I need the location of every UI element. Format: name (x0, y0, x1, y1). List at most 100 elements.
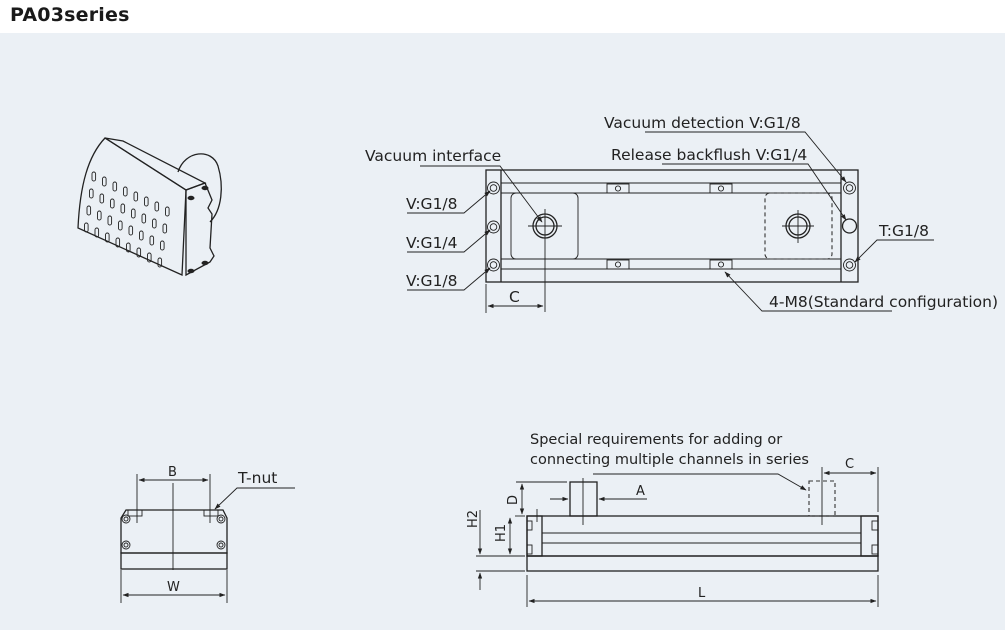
vacuum-fitting (569, 481, 598, 517)
port-icon (487, 258, 500, 272)
suction-slot (110, 198, 115, 209)
leader-line (407, 229, 491, 253)
dimension-h2-label: H2 (466, 510, 481, 528)
t-nut-label: T-nut (237, 469, 277, 487)
page-header: PA03series (0, 0, 1005, 33)
suction-slot (165, 206, 170, 217)
suction-slot (128, 225, 134, 236)
right-port-label: T:G1/8 (878, 222, 929, 240)
port-icon (487, 181, 500, 195)
page-title: PA03series (10, 4, 130, 26)
leader-line (407, 267, 491, 291)
suction-slot (154, 201, 160, 212)
leader-line (593, 473, 807, 491)
port-icon (843, 181, 856, 195)
vacuum-interface-label: Vacuum interface (365, 147, 501, 165)
note-line-2: connecting multiple channels in series (530, 452, 809, 468)
port-icon (121, 540, 131, 550)
port-icon (487, 220, 500, 234)
dimension-b-label: B (168, 465, 177, 480)
screw-icon (187, 195, 195, 201)
t-nut (606, 259, 630, 270)
suction-slot (115, 237, 121, 248)
suction-slot (94, 227, 100, 238)
dimension-c-label: C (509, 288, 520, 306)
drawing-panel (0, 33, 1005, 630)
end-block-detail (526, 544, 533, 555)
perforated-face (77, 137, 187, 276)
suction-slot (112, 181, 118, 192)
dimension-d-label: D (506, 495, 521, 505)
left-port-top-label: V:G1/8 (406, 195, 458, 213)
suction-slot (136, 247, 142, 258)
leader-line (645, 131, 847, 183)
port-icon (216, 514, 226, 524)
left-end-block (526, 515, 543, 557)
suction-slot (99, 193, 105, 204)
leader-line (407, 190, 491, 214)
release-backflush-label: Release backflush V:G1/4 (611, 146, 807, 164)
suction-slot (160, 240, 165, 251)
leader-line (854, 239, 934, 263)
optional-pad (764, 192, 833, 260)
leader-line (214, 487, 295, 510)
t-nut (709, 183, 733, 194)
dimension-h1-label: H1 (494, 524, 509, 542)
side-view-body (526, 515, 879, 557)
right-end-block (860, 515, 879, 557)
left-port-middle-label: V:G1/4 (406, 234, 458, 252)
leader-line (662, 163, 847, 221)
t-nut (606, 183, 630, 194)
top-view-body-outline (485, 169, 859, 283)
dimension-c-label: C (845, 457, 854, 472)
suction-slot (89, 188, 94, 199)
vacuum-detection-label: Vacuum detection V:G1/8 (604, 114, 801, 132)
suction-slot (84, 222, 89, 233)
suction-slot (86, 205, 92, 216)
backflush-port-icon (841, 218, 858, 234)
rear-fitting-outline (177, 153, 222, 223)
left-port-bottom-label: V:G1/8 (406, 272, 458, 290)
suction-slot (147, 252, 152, 263)
dimension-a-label: A (636, 484, 645, 499)
suction-slot (91, 171, 97, 182)
end-plate (185, 182, 215, 277)
t-nut (127, 509, 143, 517)
suction-slot (126, 242, 131, 253)
screw-icon (201, 260, 209, 266)
t-nut (709, 259, 733, 270)
screw-icon (187, 268, 195, 274)
suction-slot (141, 213, 147, 224)
product-isometric-illustration (77, 137, 222, 277)
suction-slot (120, 203, 126, 214)
end-view-base (120, 552, 228, 570)
screw-icon (201, 185, 209, 191)
end-block-detail (526, 520, 533, 531)
suction-slot (133, 191, 139, 202)
suction-slot (162, 223, 168, 234)
leader-line (724, 271, 892, 312)
suction-slot (97, 210, 102, 221)
port-icon (216, 540, 226, 550)
top-view: Vacuum interface Vacuum detection V:G1/8… (365, 114, 998, 313)
side-view-base (526, 555, 879, 572)
port-icon (121, 514, 131, 524)
mounting-label: 4-M8(Standard configuration) (769, 293, 998, 311)
side-view: Special requirements for adding or conne… (466, 432, 879, 607)
top-face (104, 137, 207, 191)
suction-slot (149, 235, 155, 246)
dimension-w-label: W (167, 580, 180, 595)
suction-slot (157, 257, 163, 268)
suction-slot (105, 232, 110, 243)
suction-slot (102, 176, 107, 187)
suction-slot (123, 186, 128, 197)
port-icon (843, 258, 856, 272)
leader-line (420, 165, 543, 223)
note-line-1: Special requirements for adding or (530, 432, 782, 448)
suction-slot (139, 230, 144, 241)
suction-slot (118, 220, 123, 231)
dimension-l-label: L (698, 586, 706, 601)
t-nut (203, 509, 219, 517)
suction-slot (131, 208, 136, 219)
